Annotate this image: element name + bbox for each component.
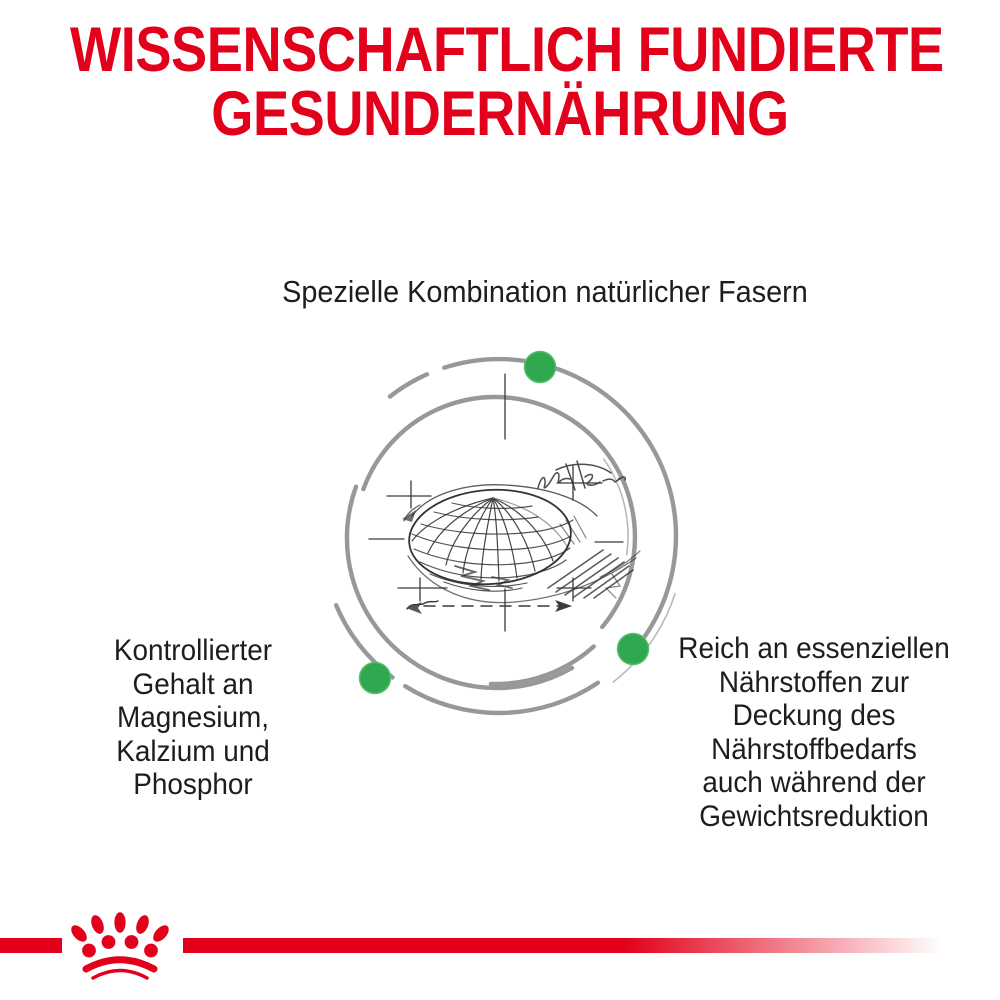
callout-line: Kontrollierter (113, 634, 273, 667)
green-dot-right (616, 632, 650, 666)
green-dot-markers (358, 350, 650, 695)
callout-line: Gehalt an (132, 667, 254, 701)
royal-canin-crown-logo (71, 912, 169, 980)
signature-scribble (537, 460, 626, 491)
callout-line: Reich an essenziellen (678, 632, 950, 665)
page-title-line1: WISSENSCHAFTLICH FUNDIERTE (70, 15, 944, 85)
red-stripe-left (0, 938, 62, 953)
callout-line: Nährstoffbedarfs (711, 732, 917, 766)
construction-marks (368, 373, 624, 632)
callout-line: auch während der (702, 766, 926, 799)
callout-line: Gewichtsreduktion (699, 799, 929, 833)
green-dot-bottom-left (358, 661, 392, 695)
callout-line: Deckung des (732, 699, 896, 732)
subtitle-fiber-combination: Spezielle Kombination natürlicher Fasern (282, 274, 808, 309)
kibble-sketch (402, 484, 641, 604)
red-stripe-right (183, 938, 943, 953)
callout-minerals: Kontrollierter Gehalt an Magnesium, Kalz… (54, 634, 333, 802)
callout-line: Magnesium, (117, 701, 269, 734)
green-dot-top (523, 350, 557, 384)
callout-nutrients: Reich an essenziellen Nährstoffen zur De… (675, 632, 954, 833)
callout-line: Phosphor (133, 768, 253, 801)
page-title-line2: GESUNDERNÄHRUNG (211, 79, 789, 149)
callout-line: Nährstoffen zur (718, 665, 910, 699)
sketch-circle-echo-strokes (603, 458, 676, 683)
callout-line: Kalzium und (116, 734, 270, 768)
